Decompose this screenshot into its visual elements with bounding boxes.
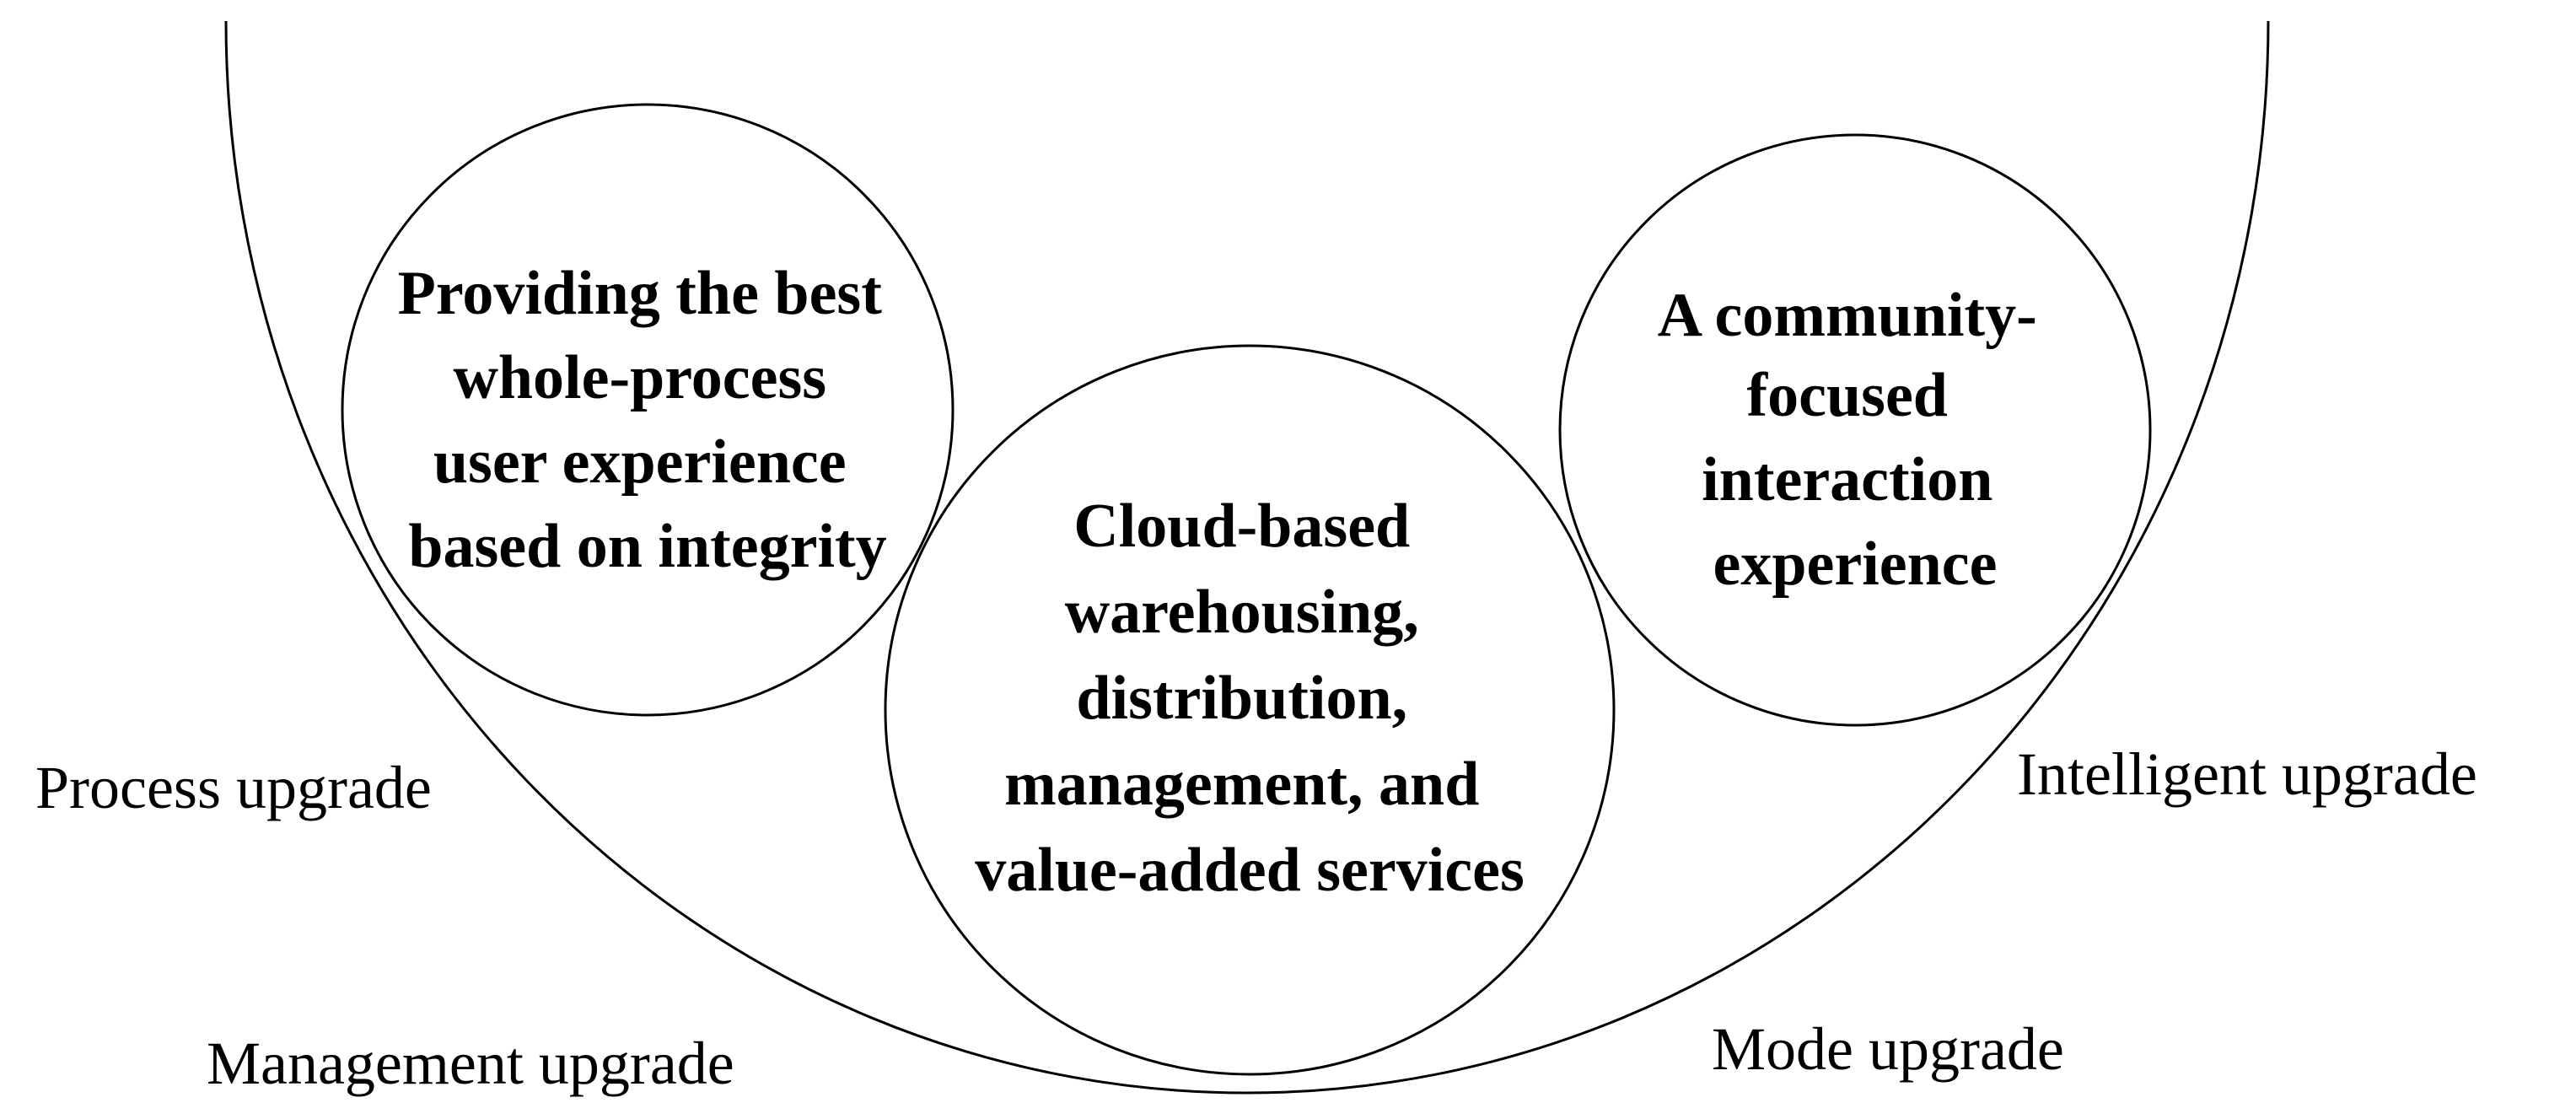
circle-right-line-1: A community- <box>1658 281 2037 350</box>
circle-left-line-4: based on integrity <box>408 512 886 581</box>
circle-right-line-3: interaction <box>1702 445 1993 514</box>
circle-center-line-5: value-added services <box>975 836 1525 905</box>
circle-center <box>884 344 1616 1076</box>
label-management-upgrade: Management upgrade <box>207 1030 734 1097</box>
circle-center-line-2: warehousing, <box>1065 578 1419 647</box>
circle-center-line-4: management, and <box>1004 750 1479 819</box>
circle-left-line-1: Providing the best <box>398 259 883 328</box>
circle-right-group: A community- focused interaction experie… <box>1558 133 2152 727</box>
circle-right-line-2: focused <box>1747 361 1948 430</box>
circle-left-group: Providing the best whole-process user ex… <box>341 103 955 717</box>
label-process-upgrade: Process upgrade <box>35 754 432 821</box>
circle-right-line-4: experience <box>1713 530 1998 599</box>
label-mode-upgrade: Mode upgrade <box>1712 1015 2064 1083</box>
circle-left <box>341 103 955 717</box>
circle-right-text: A community- focused interaction experie… <box>1658 281 2053 599</box>
circle-center-line-3: distribution, <box>1076 664 1407 733</box>
circle-center-line-1: Cloud-based <box>1073 492 1410 561</box>
circle-right <box>1558 133 2152 727</box>
label-intelligent-upgrade: Intelligent upgrade <box>2017 740 2477 808</box>
circle-center-text: Cloud-based warehousing, distribution, m… <box>975 492 1525 905</box>
circle-left-line-2: whole-process <box>453 343 826 412</box>
bowl-arc <box>224 20 2270 1095</box>
circle-left-text: Providing the best whole-process user ex… <box>398 259 898 581</box>
circle-left-line-3: user experience <box>433 428 847 497</box>
circle-center-group: Cloud-based warehousing, distribution, m… <box>884 344 1616 1076</box>
